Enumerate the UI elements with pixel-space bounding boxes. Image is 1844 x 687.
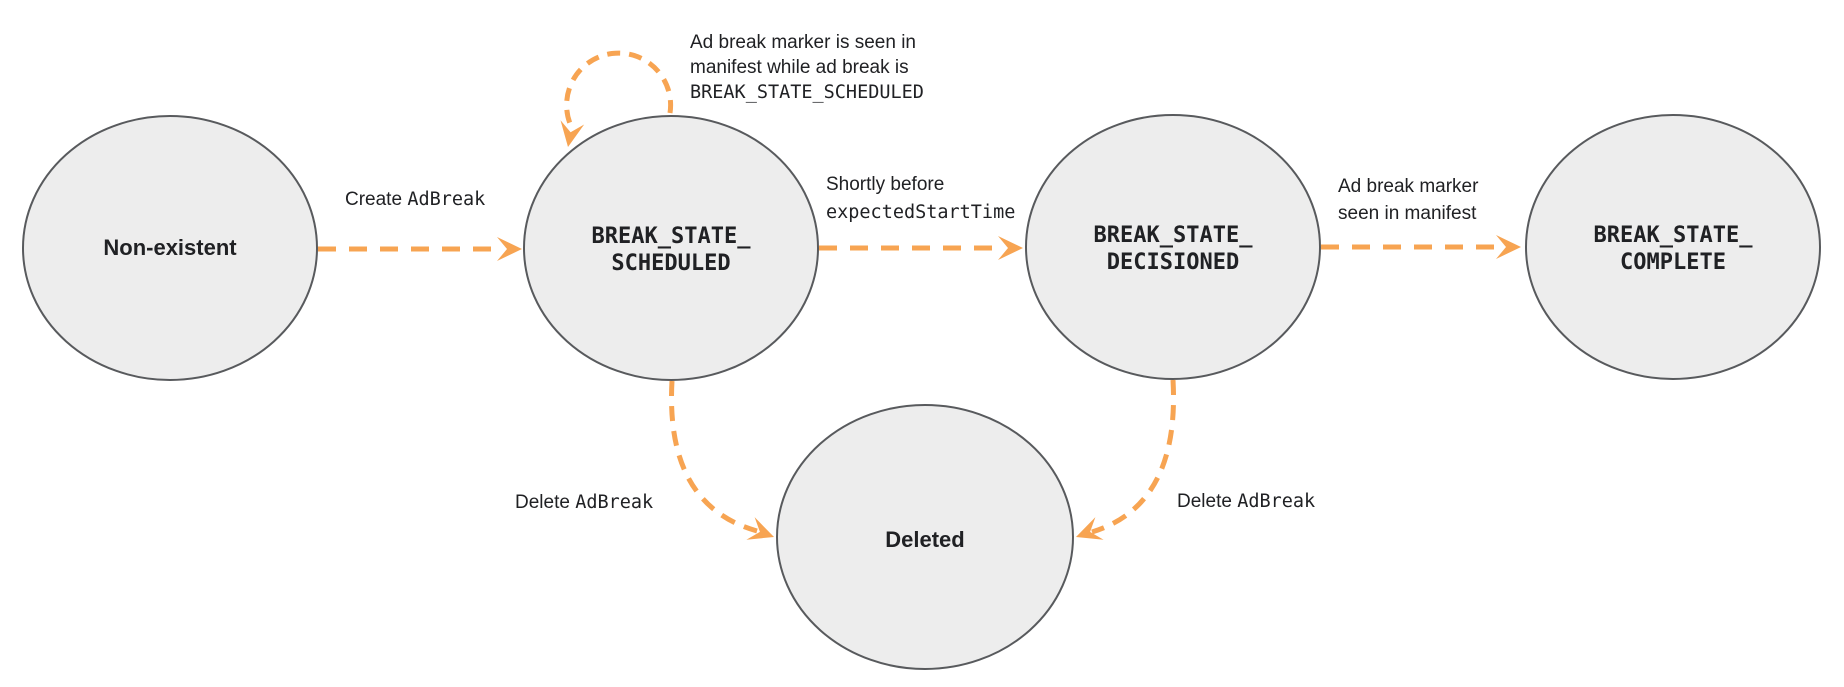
edge-label-delete-adbreak-right: Delete AdBreak: [1177, 489, 1315, 514]
edge-label-code: AdBreak: [575, 492, 654, 513]
arrowhead-icon: [1496, 235, 1521, 259]
edge-label-marker-seen: Ad break marker seen in manifest: [1338, 173, 1478, 227]
state-label-line: DECISIONED: [1106, 250, 1240, 275]
state-circle-decisioned: [1025, 114, 1321, 380]
transition-self-loop-arrow: [564, 50, 674, 128]
edge-label-text: manifest while ad break is: [690, 57, 909, 78]
edge-label-shortly-before: Shortly before expectedStartTime: [826, 171, 1015, 227]
edge-label-code: expectedStartTime: [826, 202, 1016, 223]
arrowhead-icon: [497, 237, 522, 261]
transition-arrow-delete-left: [669, 380, 758, 534]
edge-label-self-loop: Ad break marker is seen in manifest whil…: [690, 30, 924, 105]
edge-label-text: Ad break marker is seen in: [690, 32, 916, 53]
arrowhead-icon: [1076, 517, 1104, 540]
edge-label-create-adbreak: Create AdBreak: [345, 187, 485, 212]
state-circle-scheduled: [523, 115, 819, 381]
state-label-non-existent: Non-existent: [103, 235, 237, 260]
arrowhead-icon: [560, 120, 585, 147]
arrowhead-icon: [746, 517, 774, 540]
transition-arrow-delete-right: [1091, 379, 1177, 535]
edge-label-code: AdBreak: [407, 189, 486, 210]
edge-label-text: Ad break marker: [1338, 176, 1479, 197]
state-label-deleted: Deleted: [885, 527, 965, 552]
state-label-line: BREAK_STATE_: [591, 224, 751, 249]
arrowhead-icon: [998, 236, 1023, 260]
state-label-line: SCHEDULED: [611, 251, 731, 276]
state-label-line: COMPLETE: [1620, 250, 1726, 275]
state-circle-deleted: [776, 404, 1074, 670]
edge-label-code: BREAK_STATE_SCHEDULED: [690, 82, 924, 103]
edge-label-text: Delete: [515, 492, 576, 513]
state-label-line: BREAK_STATE_: [1593, 223, 1753, 248]
state-label-scheduled: BREAK_STATE_ SCHEDULED: [592, 223, 751, 277]
edge-label-code: AdBreak: [1237, 491, 1316, 512]
state-circle-complete: [1525, 114, 1821, 380]
edge-label-text: Delete: [1177, 491, 1238, 512]
state-circle-non-existent: [22, 115, 318, 381]
edge-label-text: Create: [345, 189, 408, 210]
edge-label-delete-adbreak-left: Delete AdBreak: [515, 490, 653, 515]
edge-label-text: Shortly before: [826, 174, 945, 195]
state-label-line: BREAK_STATE_: [1093, 223, 1253, 248]
edge-label-text: seen in manifest: [1338, 203, 1477, 224]
state-label-complete: BREAK_STATE_ COMPLETE: [1594, 222, 1753, 276]
state-label-decisioned: BREAK_STATE_ DECISIONED: [1094, 222, 1253, 276]
